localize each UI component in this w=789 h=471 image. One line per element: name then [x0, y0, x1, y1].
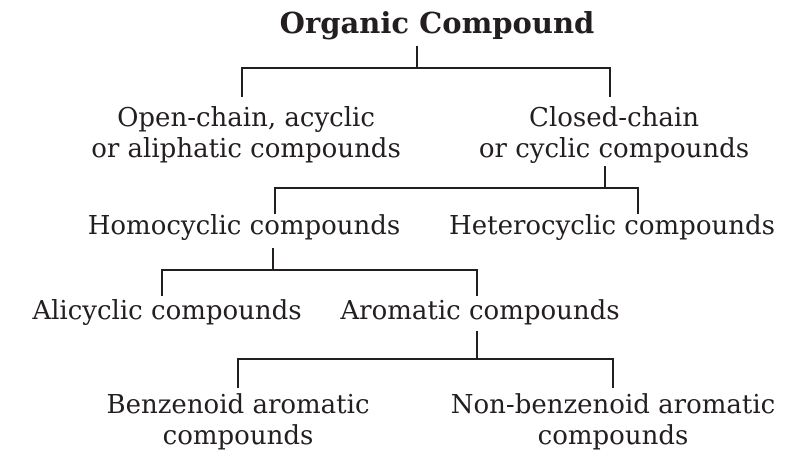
connector-aromatic-crossbar — [237, 358, 614, 360]
connector-aromatic-stem — [476, 331, 478, 360]
connector-root-crossbar — [241, 67, 611, 69]
node-benzenoid-label-line2: compounds — [162, 420, 314, 451]
node-organic-compound: Organic Compound — [279, 6, 595, 40]
node-organic-compound-label: Organic Compound — [279, 6, 595, 40]
node-benzenoid-label-line1: Benzenoid aromatic — [106, 390, 370, 420]
node-closed-chain-label-line2: or cyclic compounds — [478, 133, 750, 164]
node-open-chain-label-line1: Open-chain, acyclic — [117, 103, 375, 133]
node-non-benzenoid-label-line2: compounds — [537, 420, 689, 451]
connector-homocyclic-crossbar — [161, 269, 478, 271]
connector-drop-alicyclic — [161, 269, 163, 296]
node-closed-chain-compounds: Closed-chain or cyclic compounds — [479, 103, 749, 164]
node-heterocyclic-compounds: Heterocyclic compounds — [449, 211, 775, 242]
connector-drop-heterocyclic — [637, 187, 639, 214]
connector-closed-chain-crossbar — [274, 187, 639, 189]
connector-drop-closed-chain — [609, 67, 611, 97]
node-homocyclic-label: Homocyclic compounds — [87, 211, 401, 241]
node-homocyclic-compounds: Homocyclic compounds — [88, 211, 401, 242]
node-closed-chain-label-line1: Closed-chain — [529, 103, 699, 133]
connector-drop-homocyclic — [274, 187, 276, 214]
connector-homocyclic-stem — [272, 248, 274, 271]
connector-drop-benzenoid — [237, 358, 239, 388]
node-non-benzenoid-label-line1: Non-benzenoid aromatic — [450, 390, 776, 420]
connector-closed-chain-stem — [604, 166, 606, 189]
node-aromatic-compounds: Aromatic compounds — [340, 296, 619, 327]
node-alicyclic-compounds: Alicyclic compounds — [32, 296, 301, 327]
node-open-chain-compounds: Open-chain, acyclic or aliphatic compoun… — [91, 103, 401, 164]
connector-drop-aromatic — [476, 269, 478, 296]
node-open-chain-label-line2: or aliphatic compounds — [91, 133, 401, 164]
connector-root-stem — [416, 46, 418, 69]
connector-drop-open-chain — [241, 67, 243, 97]
connector-drop-non-benzenoid — [612, 358, 614, 388]
node-heterocyclic-label: Heterocyclic compounds — [449, 211, 775, 241]
node-benzenoid-aromatic-compounds: Benzenoid aromatic compounds — [106, 390, 369, 451]
node-alicyclic-label: Alicyclic compounds — [32, 296, 302, 326]
node-aromatic-label: Aromatic compounds — [340, 296, 620, 326]
node-non-benzenoid-aromatic-compounds: Non-benzenoid aromatic compounds — [451, 390, 775, 451]
